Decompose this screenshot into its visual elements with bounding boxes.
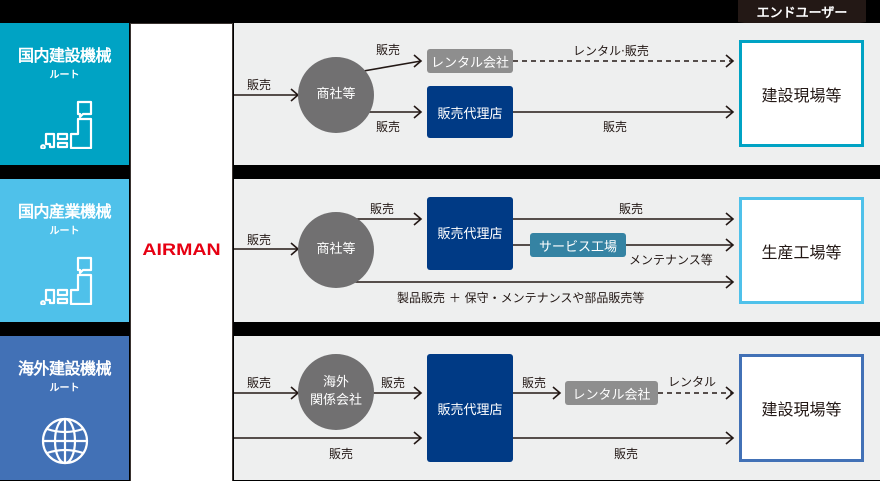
end-user-tag: エンドユーザー [738, 0, 866, 22]
node-label-line1: 海外 [322, 375, 349, 390]
flow-label: 販売 [619, 202, 644, 216]
node-label-line2: 関係会社 [309, 393, 362, 408]
airman-logo: AIRMAN [142, 240, 221, 259]
route-title: 海外建設機械 [17, 359, 112, 378]
flow-label: 販売 [247, 78, 272, 92]
rental-company-node: レンタル会社 [427, 49, 513, 73]
service-factory-node: サービス工場 [530, 233, 626, 257]
japan-map-icon [40, 100, 93, 149]
overseas-affiliate-node: 海外 関係会社 [298, 354, 374, 430]
route-panel-domestic-industrial: 国内産業機械 ルート [0, 179, 129, 322]
flow-label: 製品販売 ＋ 保守・メンテナンスや部品販売等 [397, 291, 645, 305]
route-panel-overseas-construction: 海外建設機械 ルート [0, 336, 129, 480]
route-subtitle: ルート [49, 226, 80, 237]
flow-label: 販売 [376, 43, 401, 57]
route-title: 国内建設機械 [17, 46, 112, 65]
route-panel-domestic-construction: 国内建設機械 ルート [0, 23, 129, 165]
end-user-node: 建設現場等 [739, 40, 864, 147]
flow-label: 販売 [381, 376, 406, 390]
airman-column: AIRMAN [130, 23, 233, 481]
sales-agent-node: 販売代理店 [427, 86, 513, 138]
flow-label: 販売 [376, 120, 401, 134]
flow-label: 販売 [614, 447, 639, 461]
end-user-node: 生産工場等 [739, 197, 864, 304]
flow-label: レンタル [668, 375, 717, 389]
japan-map-icon [40, 256, 93, 305]
flow-label: 販売 [247, 233, 272, 247]
sales-agent-node: 販売代理店 [427, 354, 513, 462]
flow-label: 販売 [522, 376, 547, 390]
globe-icon [41, 417, 89, 465]
flow-label: レンタル·販売 [573, 44, 649, 58]
rental-company-node: レンタル会社 [565, 381, 658, 405]
trading-company-node: 商社等 [298, 212, 374, 288]
route-subtitle: ルート [49, 70, 80, 81]
sales-agent-node: 販売代理店 [427, 197, 513, 270]
trading-company-node: 商社等 [298, 57, 374, 133]
flow-label: 販売 [370, 202, 395, 216]
route-subtitle: ルート [49, 383, 80, 394]
flow-label: 販売 [329, 447, 354, 461]
route-title: 国内産業機械 [17, 202, 112, 221]
flow-label: 販売 [603, 120, 628, 134]
flow-label: 販売 [247, 376, 272, 390]
end-user-node: 建設現場等 [739, 354, 864, 462]
flow-label: メンテナンス等 [629, 253, 713, 267]
